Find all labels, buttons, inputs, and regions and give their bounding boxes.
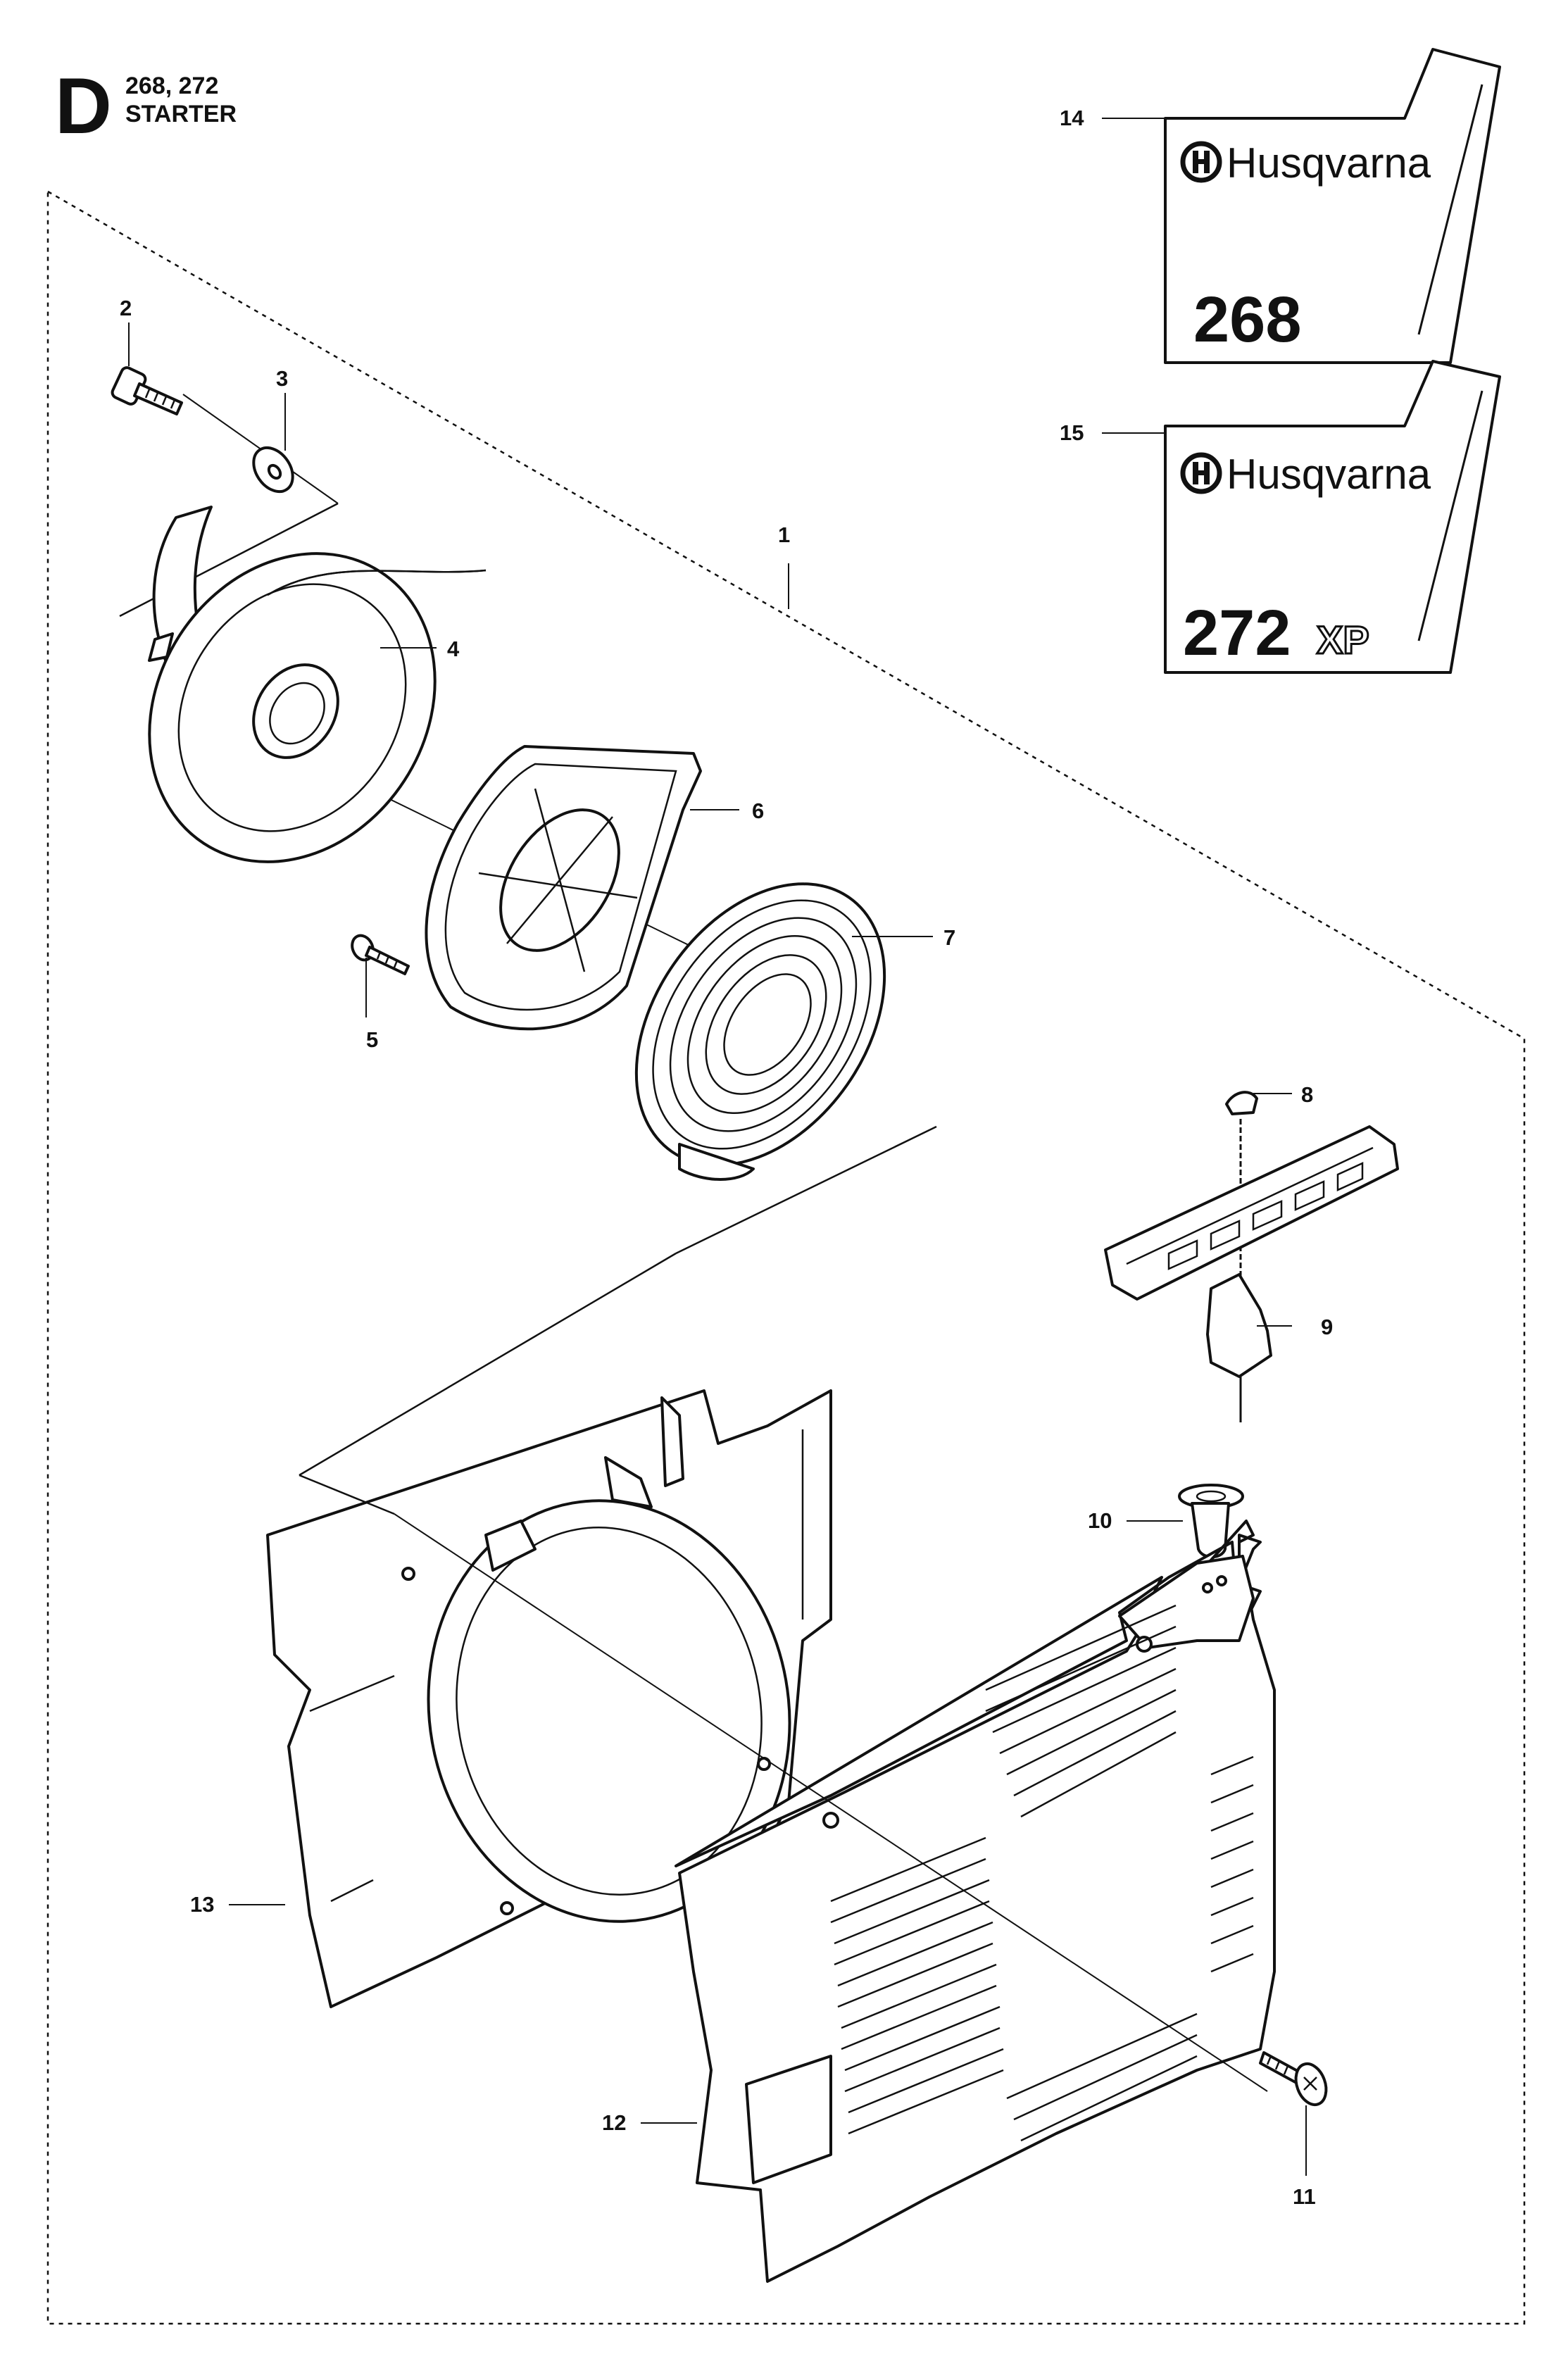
callout-1: 1 bbox=[778, 522, 790, 547]
decal-model: 268 bbox=[1193, 284, 1302, 356]
part-recoil-spring bbox=[634, 882, 886, 1181]
callout-3: 3 bbox=[276, 366, 288, 391]
assembly-axis bbox=[394, 1513, 1268, 2092]
husqvarna-logo-icon bbox=[1180, 452, 1222, 494]
part-starter-cover bbox=[675, 1520, 1276, 2283]
callout-leaders bbox=[128, 118, 1307, 2176]
part-bolt bbox=[111, 366, 183, 415]
subgroup-outline bbox=[299, 1252, 677, 1477]
decal-stripe bbox=[1417, 390, 1484, 641]
callout-10: 10 bbox=[1088, 1508, 1112, 1533]
decal-suffix: XP bbox=[1317, 618, 1369, 662]
assembly-boundary bbox=[46, 190, 1526, 2325]
section-title: STARTER bbox=[125, 101, 237, 127]
part-screw bbox=[351, 934, 410, 975]
part-starter-handle bbox=[1104, 1125, 1399, 1378]
part-spring-housing bbox=[425, 745, 702, 1031]
decal-268: Husqvarna 268 bbox=[1164, 48, 1501, 364]
callout-6: 6 bbox=[752, 798, 764, 823]
callout-7: 7 bbox=[943, 925, 955, 950]
subgroup-outline bbox=[299, 1474, 395, 1515]
callout-4: 4 bbox=[447, 637, 460, 661]
callout-13: 13 bbox=[190, 1892, 214, 1917]
decal-model: 272 bbox=[1183, 597, 1291, 669]
callout-12: 12 bbox=[602, 2110, 626, 2135]
callout-2: 2 bbox=[120, 296, 132, 320]
part-cover-screw bbox=[1259, 2051, 1328, 2107]
husqvarna-logo-icon bbox=[1180, 141, 1222, 183]
part-rope-guide bbox=[1178, 1484, 1244, 1559]
decal-brand: Husqvarna bbox=[1227, 139, 1431, 187]
part-mounting-plate bbox=[266, 1389, 832, 2008]
callout-8: 8 bbox=[1301, 1082, 1313, 1107]
subgroup-outline bbox=[675, 1125, 937, 1255]
callout-15: 15 bbox=[1060, 420, 1084, 445]
decal-stripe bbox=[1417, 84, 1484, 335]
callout-9: 9 bbox=[1321, 1315, 1333, 1339]
decal-272xp: Husqvarna 272 XP bbox=[1164, 360, 1501, 674]
callout-5: 5 bbox=[366, 1027, 378, 1052]
part-washer bbox=[252, 446, 294, 494]
section-letter: D bbox=[55, 62, 112, 150]
callout-11: 11 bbox=[1293, 2184, 1316, 2209]
callout-14: 14 bbox=[1060, 106, 1084, 130]
model-numbers: 268, 272 bbox=[125, 73, 219, 99]
decal-brand: Husqvarna bbox=[1227, 451, 1431, 498]
part-rope-pulley bbox=[148, 506, 487, 863]
